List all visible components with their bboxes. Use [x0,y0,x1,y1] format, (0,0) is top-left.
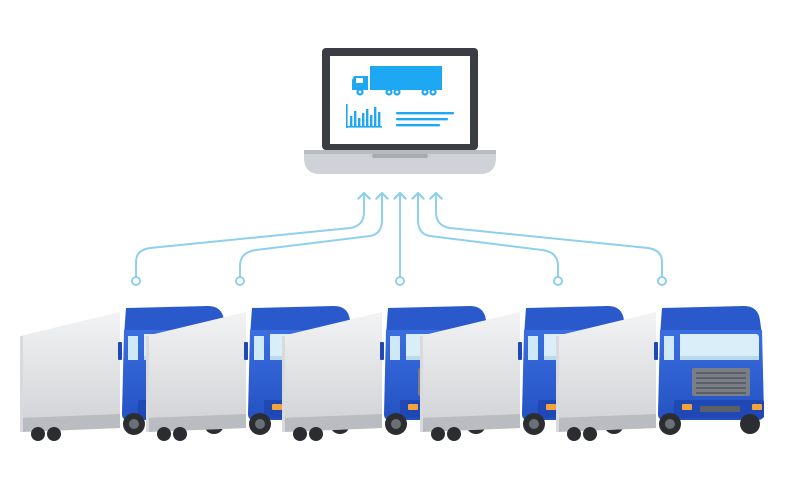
connector-node [657,276,667,286]
connector-arrow-icon [429,191,663,278]
laptop-icon [304,48,496,174]
connector-arrow-icon [239,191,389,278]
text-lines-icon [396,112,454,127]
bar-chart-icon [346,104,382,128]
connector-nodes [131,276,667,286]
laptop-base [304,150,496,174]
connector-group [135,191,663,278]
connector-node [553,276,563,286]
connector-arrow-icon [135,191,371,278]
truck-icon [352,66,442,96]
laptop-hinge [304,150,496,154]
fleet [20,306,764,441]
connector-arrow-icon [411,191,559,278]
laptop-trackpad-notch [372,154,428,158]
connector-node [131,276,141,286]
connector-node [235,276,245,286]
connector-node [395,276,405,286]
